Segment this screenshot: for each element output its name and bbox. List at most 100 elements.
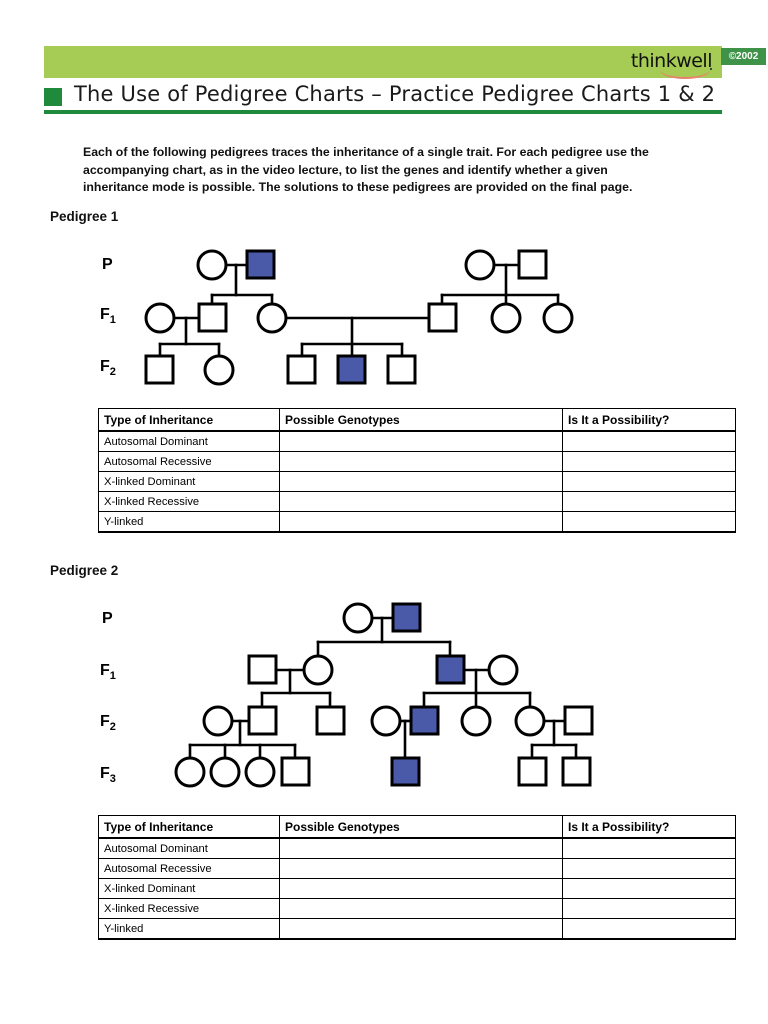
pedigree-2-individual-f3c <box>244 756 276 788</box>
pedigree-2-diagram <box>0 595 768 795</box>
cell-genotypes-x-linked-recessive[interactable] <box>279 898 563 919</box>
pedigree-2-individual-f3f <box>517 756 548 787</box>
pedigree-1-individual-p4 <box>517 249 548 280</box>
title-row: The Use of Pedigree Charts – Practice Pe… <box>44 82 722 112</box>
title-bullet-icon <box>44 88 62 106</box>
pedigree-2-individual-f1a <box>247 654 278 685</box>
header-green-band <box>44 46 722 78</box>
pedigree-2-individual-f2g <box>514 705 546 737</box>
pedigree-2-individual-f3e-affected <box>390 756 421 787</box>
pedigree-2-individual-f2d <box>370 705 402 737</box>
cell-possibility-x-linked-dominant[interactable] <box>562 471 736 492</box>
row-label-x-linked-dominant: X-linked Dominant <box>98 878 280 899</box>
table-row: X-linked Recessive <box>98 898 736 919</box>
cell-possibility-y-linked[interactable] <box>562 511 736 533</box>
pedigree-1-individual-f1d <box>427 302 458 333</box>
row-label-y-linked: Y-linked <box>98 918 280 940</box>
table-header-row: Type of Inheritance Possible Genotypes I… <box>98 815 736 839</box>
cell-genotypes-x-linked-dominant[interactable] <box>279 878 563 899</box>
pedigree-1-gen-label-f2: F2 <box>100 358 116 379</box>
pedigree-1-diagram <box>0 240 768 390</box>
column-header-genotypes: Possible Genotypes <box>279 815 563 839</box>
pedigree-1-individual-f2b <box>203 354 235 386</box>
table-header-row: Type of Inheritance Possible Genotypes I… <box>98 408 736 432</box>
pedigree-2-individual-p1 <box>342 602 374 634</box>
page-title: The Use of Pedigree Charts – Practice Pe… <box>74 82 716 106</box>
pedigree-1-individual-f2c <box>286 354 317 385</box>
cell-genotypes-autosomal-dominant[interactable] <box>279 837 563 859</box>
cell-possibility-autosomal-recessive[interactable] <box>562 451 736 472</box>
pedigree-1-individual-f1a <box>144 302 176 334</box>
table-row: X-linked Recessive <box>98 491 736 512</box>
pedigree-2-individual-f2b <box>247 705 278 736</box>
table-row: Y-linked <box>98 918 736 940</box>
pedigree-2-gen-label-p: P <box>102 610 113 627</box>
column-header-type: Type of Inheritance <box>98 408 280 432</box>
pedigree-1-individual-f2a <box>144 354 175 385</box>
row-label-y-linked: Y-linked <box>98 511 280 533</box>
row-label-autosomal-dominant: Autosomal Dominant <box>98 430 280 452</box>
pedigree-2-inheritance-table: Type of Inheritance Possible Genotypes I… <box>98 815 736 940</box>
pedigree-2-individual-f1d <box>487 654 519 686</box>
cell-possibility-y-linked[interactable] <box>562 918 736 940</box>
copyright-badge: ©2002 <box>721 48 766 65</box>
pedigree-1-individual-f1e <box>490 302 522 334</box>
logo-swoosh-icon <box>660 70 710 79</box>
pedigree-2-individual-f3g <box>561 756 592 787</box>
pedigree-1-individual-p2-affected <box>245 249 276 280</box>
pedigree-1-gen-label-f1: F1 <box>100 306 116 327</box>
pedigree-2-individual-f2f <box>460 705 492 737</box>
row-label-autosomal-recessive: Autosomal Recessive <box>98 858 280 879</box>
pedigree-2-individual-f3d <box>280 756 311 787</box>
pedigree-1-individual-f1c <box>256 302 288 334</box>
cell-genotypes-y-linked[interactable] <box>279 918 563 940</box>
cell-genotypes-autosomal-recessive[interactable] <box>279 858 563 879</box>
column-header-type: Type of Inheritance <box>98 815 280 839</box>
table-row: Autosomal Dominant <box>98 430 736 452</box>
cell-genotypes-autosomal-dominant[interactable] <box>279 430 563 452</box>
cell-genotypes-y-linked[interactable] <box>279 511 563 533</box>
table-row: Y-linked <box>98 511 736 533</box>
pedigree-1-individual-f1b <box>197 302 228 333</box>
pedigree-2-individual-f1b <box>302 654 334 686</box>
cell-genotypes-x-linked-dominant[interactable] <box>279 471 563 492</box>
row-label-x-linked-dominant: X-linked Dominant <box>98 471 280 492</box>
pedigree-2-individual-f2e-affected <box>409 705 440 736</box>
thinkwell-logo: thinkwell <box>630 50 713 72</box>
cell-possibility-autosomal-recessive[interactable] <box>562 858 736 879</box>
pedigree-2-heading: Pedigree 2 <box>50 563 119 578</box>
pedigree-1-individual-f2d-affected <box>336 354 367 385</box>
cell-genotypes-x-linked-recessive[interactable] <box>279 491 563 512</box>
table-row: Autosomal Recessive <box>98 451 736 472</box>
pedigree-2-individual-f2h <box>563 705 594 736</box>
cell-possibility-x-linked-dominant[interactable] <box>562 878 736 899</box>
pedigree-2-individual-f2c <box>315 705 346 736</box>
cell-possibility-autosomal-dominant[interactable] <box>562 837 736 859</box>
pedigree-2-individual-f1c-affected <box>435 654 466 685</box>
column-header-genotypes: Possible Genotypes <box>279 408 563 432</box>
pedigree-1-individual-p3 <box>464 249 496 281</box>
row-label-autosomal-dominant: Autosomal Dominant <box>98 837 280 859</box>
cell-possibility-autosomal-dominant[interactable] <box>562 430 736 452</box>
pedigree-1-individual-f1f <box>542 302 574 334</box>
cell-possibility-x-linked-recessive[interactable] <box>562 491 736 512</box>
pedigree-2-individual-f2a <box>202 705 234 737</box>
column-header-possibility: Is It a Possibility? <box>562 815 736 839</box>
pedigree-2-individual-f3a <box>174 756 206 788</box>
pedigree-2-individual-f3b <box>209 756 241 788</box>
pedigree-1-heading: Pedigree 1 <box>50 209 119 224</box>
pedigree-2-individual-p2-affected <box>391 602 422 633</box>
cell-genotypes-autosomal-recessive[interactable] <box>279 451 563 472</box>
table-row: Autosomal Dominant <box>98 837 736 859</box>
table-row: Autosomal Recessive <box>98 858 736 879</box>
pedigree-2-gen-label-f3: F3 <box>100 765 116 786</box>
cell-possibility-x-linked-recessive[interactable] <box>562 898 736 919</box>
row-label-x-linked-recessive: X-linked Recessive <box>98 491 280 512</box>
pedigree-1-gen-label-p: P <box>102 256 113 273</box>
pedigree-2-gen-label-f2: F2 <box>100 713 116 734</box>
title-underline-rule <box>44 110 722 114</box>
table-row: X-linked Dominant <box>98 878 736 899</box>
pedigree-2-gen-label-f1: F1 <box>100 662 116 683</box>
logo-dot-icon <box>710 68 712 70</box>
table-row: X-linked Dominant <box>98 471 736 492</box>
